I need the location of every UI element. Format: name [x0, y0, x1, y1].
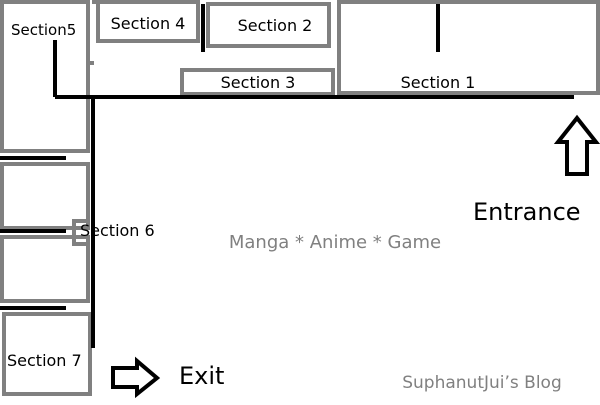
section-5-label: Section5 — [11, 21, 76, 39]
entrance-label: Entrance — [473, 198, 581, 226]
section-3-booth — [180, 68, 335, 96]
blog-credit: SuphanutJui’s Blog — [402, 373, 562, 393]
section-labels: Section 4 Section 2 Section 3 Section 1 … — [7, 14, 475, 370]
section-5-notch — [86, 40, 94, 65]
section-4-booth — [96, 0, 200, 43]
section-6-label: Section 6 — [80, 221, 155, 240]
center-caption: Manga * Anime * Game — [229, 232, 441, 253]
arrow-right-icon — [111, 356, 161, 399]
section-2-label: Section 2 — [238, 16, 313, 35]
section-5-booth — [0, 0, 90, 153]
booth-outlines — [0, 0, 600, 396]
arrow-up-icon — [553, 114, 600, 176]
section-1-booth — [337, 0, 600, 95]
walls — [0, 4, 574, 348]
section-6-upper-booth — [0, 162, 90, 230]
exit-label: Exit — [179, 362, 224, 390]
section-4-label: Section 4 — [111, 14, 186, 33]
section-1-label: Section 1 — [401, 73, 476, 92]
section-2-booth — [206, 2, 331, 48]
section-7-booth — [2, 312, 92, 396]
section-3-label: Section 3 — [221, 73, 296, 92]
section-6-lower-booth — [0, 235, 90, 303]
section-6-notch — [72, 219, 88, 246]
section-7-label: Section 7 — [7, 351, 82, 370]
